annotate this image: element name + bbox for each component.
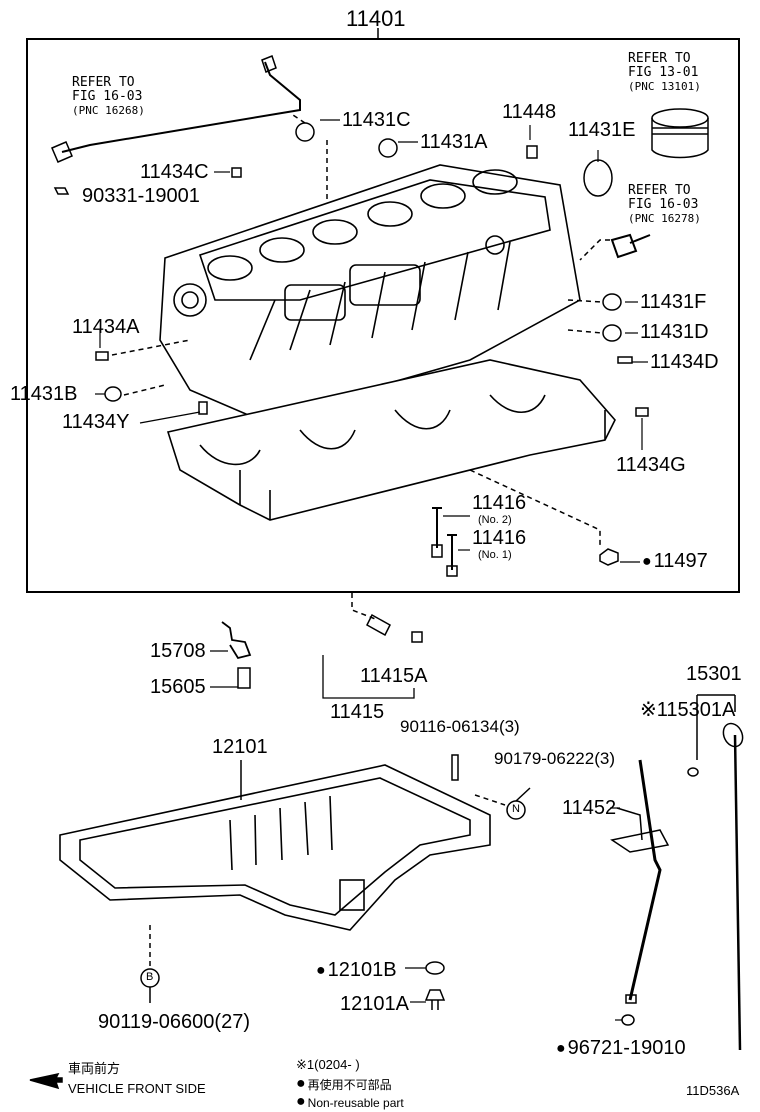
part-11416-no1[interactable]: 11416	[472, 527, 527, 549]
part-90119-06600[interactable]: 90119-06600(27)	[98, 1011, 250, 1033]
piston-drawing	[651, 108, 709, 159]
part-11431F[interactable]: 11431F	[640, 291, 707, 313]
refer-to-16278-line3: (PNC 16278)	[628, 212, 701, 225]
part-15301A[interactable]: ※115301A	[640, 699, 736, 721]
part-90179-06222[interactable]: 90179-06222(3)	[494, 749, 615, 768]
assembly-number[interactable]: 11401	[346, 6, 406, 31]
diagram-code: 11D536A	[686, 1083, 740, 1098]
legend-nonreuse-jp: 再使用不可部品	[296, 1076, 392, 1092]
oil-pan-drawing	[59, 764, 491, 931]
part-11431E[interactable]: 11431E	[568, 119, 636, 141]
part-90331-19001[interactable]: 90331-19001	[82, 185, 200, 207]
part-12101B[interactable]: 12101B	[316, 960, 397, 980]
dipstick-guide-drawing	[628, 759, 662, 1001]
part-15301[interactable]: 15301	[686, 663, 742, 685]
refer-to-16268-line2: FIG 16-03	[72, 89, 143, 104]
legend-note-range: ※1(0204- )	[296, 1057, 360, 1072]
legend-front-en: VEHICLE FRONT SIDE	[68, 1081, 206, 1096]
part-11434C[interactable]: 11434C	[140, 161, 209, 183]
refer-to-16278-line1: REFER TO	[628, 183, 691, 198]
part-11431D[interactable]: 11431D	[640, 321, 709, 343]
part-11431B[interactable]: 11431B	[10, 383, 78, 405]
assembly-frame	[26, 38, 740, 593]
part-90116-06134[interactable]: 90116-06134(3)	[400, 717, 520, 736]
refer-to-16268-line1: REFER TO	[72, 75, 135, 90]
refer-to-16278[interactable]: REFER TO FIG 16-03 (PNC 16278)	[628, 184, 701, 226]
legend-front-jp: 車両前方	[68, 1061, 121, 1076]
plug-11431C-drawing	[295, 122, 315, 142]
part-15605[interactable]: 15605	[150, 676, 206, 698]
part-11497[interactable]: 11497	[642, 551, 708, 571]
part-11434D[interactable]: 11434D	[650, 351, 719, 373]
part-11431C[interactable]: 11431C	[342, 109, 411, 131]
part-96721-19010[interactable]: 96721-19010	[556, 1038, 686, 1058]
part-15708[interactable]: 15708	[150, 640, 206, 662]
part-11416-no2-note: (No. 2)	[478, 514, 512, 526]
part-11416-no2[interactable]: 11416	[472, 492, 527, 514]
refer-to-13101-line1: REFER TO	[628, 51, 691, 66]
part-11431A[interactable]: 11431A	[420, 131, 488, 153]
part-12101A[interactable]: 12101A	[340, 993, 409, 1015]
dipstick-drawing	[733, 734, 742, 1051]
refer-to-13101[interactable]: REFER TO FIG 13-01 (PNC 13101)	[628, 52, 701, 94]
refer-to-13101-line2: FIG 13-01	[628, 65, 699, 80]
plug-11431A-drawing	[378, 138, 398, 158]
refer-to-16268-line3: (PNC 16268)	[72, 104, 145, 117]
vehicle-front-arrow	[29, 1072, 63, 1090]
part-12101[interactable]: 12101	[212, 736, 268, 758]
refer-to-16278-line2: FIG 16-03	[628, 197, 699, 212]
circle-label-N: N	[512, 803, 520, 815]
circle-label-B: B	[146, 971, 154, 983]
part-11448[interactable]: 11448	[502, 101, 557, 123]
refer-to-16268[interactable]: REFER TO FIG 16-03 (PNC 16268)	[72, 76, 145, 118]
part-11434G[interactable]: 11434G	[616, 454, 686, 476]
refer-to-13101-line3: (PNC 13101)	[628, 80, 701, 93]
part-11416-no1-note: (No. 1)	[478, 549, 512, 561]
cylinder-block-drawing	[159, 164, 616, 521]
legend-nonreuse-en: Non-reusable part	[296, 1094, 404, 1110]
part-11415A[interactable]: 11415A	[360, 665, 428, 687]
part-11415[interactable]: 11415	[330, 701, 385, 723]
part-11434Y[interactable]: 11434Y	[62, 411, 130, 433]
pipe-16268-drawing	[61, 61, 301, 153]
part-11452[interactable]: 11452	[562, 797, 617, 819]
part-11434A[interactable]: 11434A	[72, 316, 140, 338]
